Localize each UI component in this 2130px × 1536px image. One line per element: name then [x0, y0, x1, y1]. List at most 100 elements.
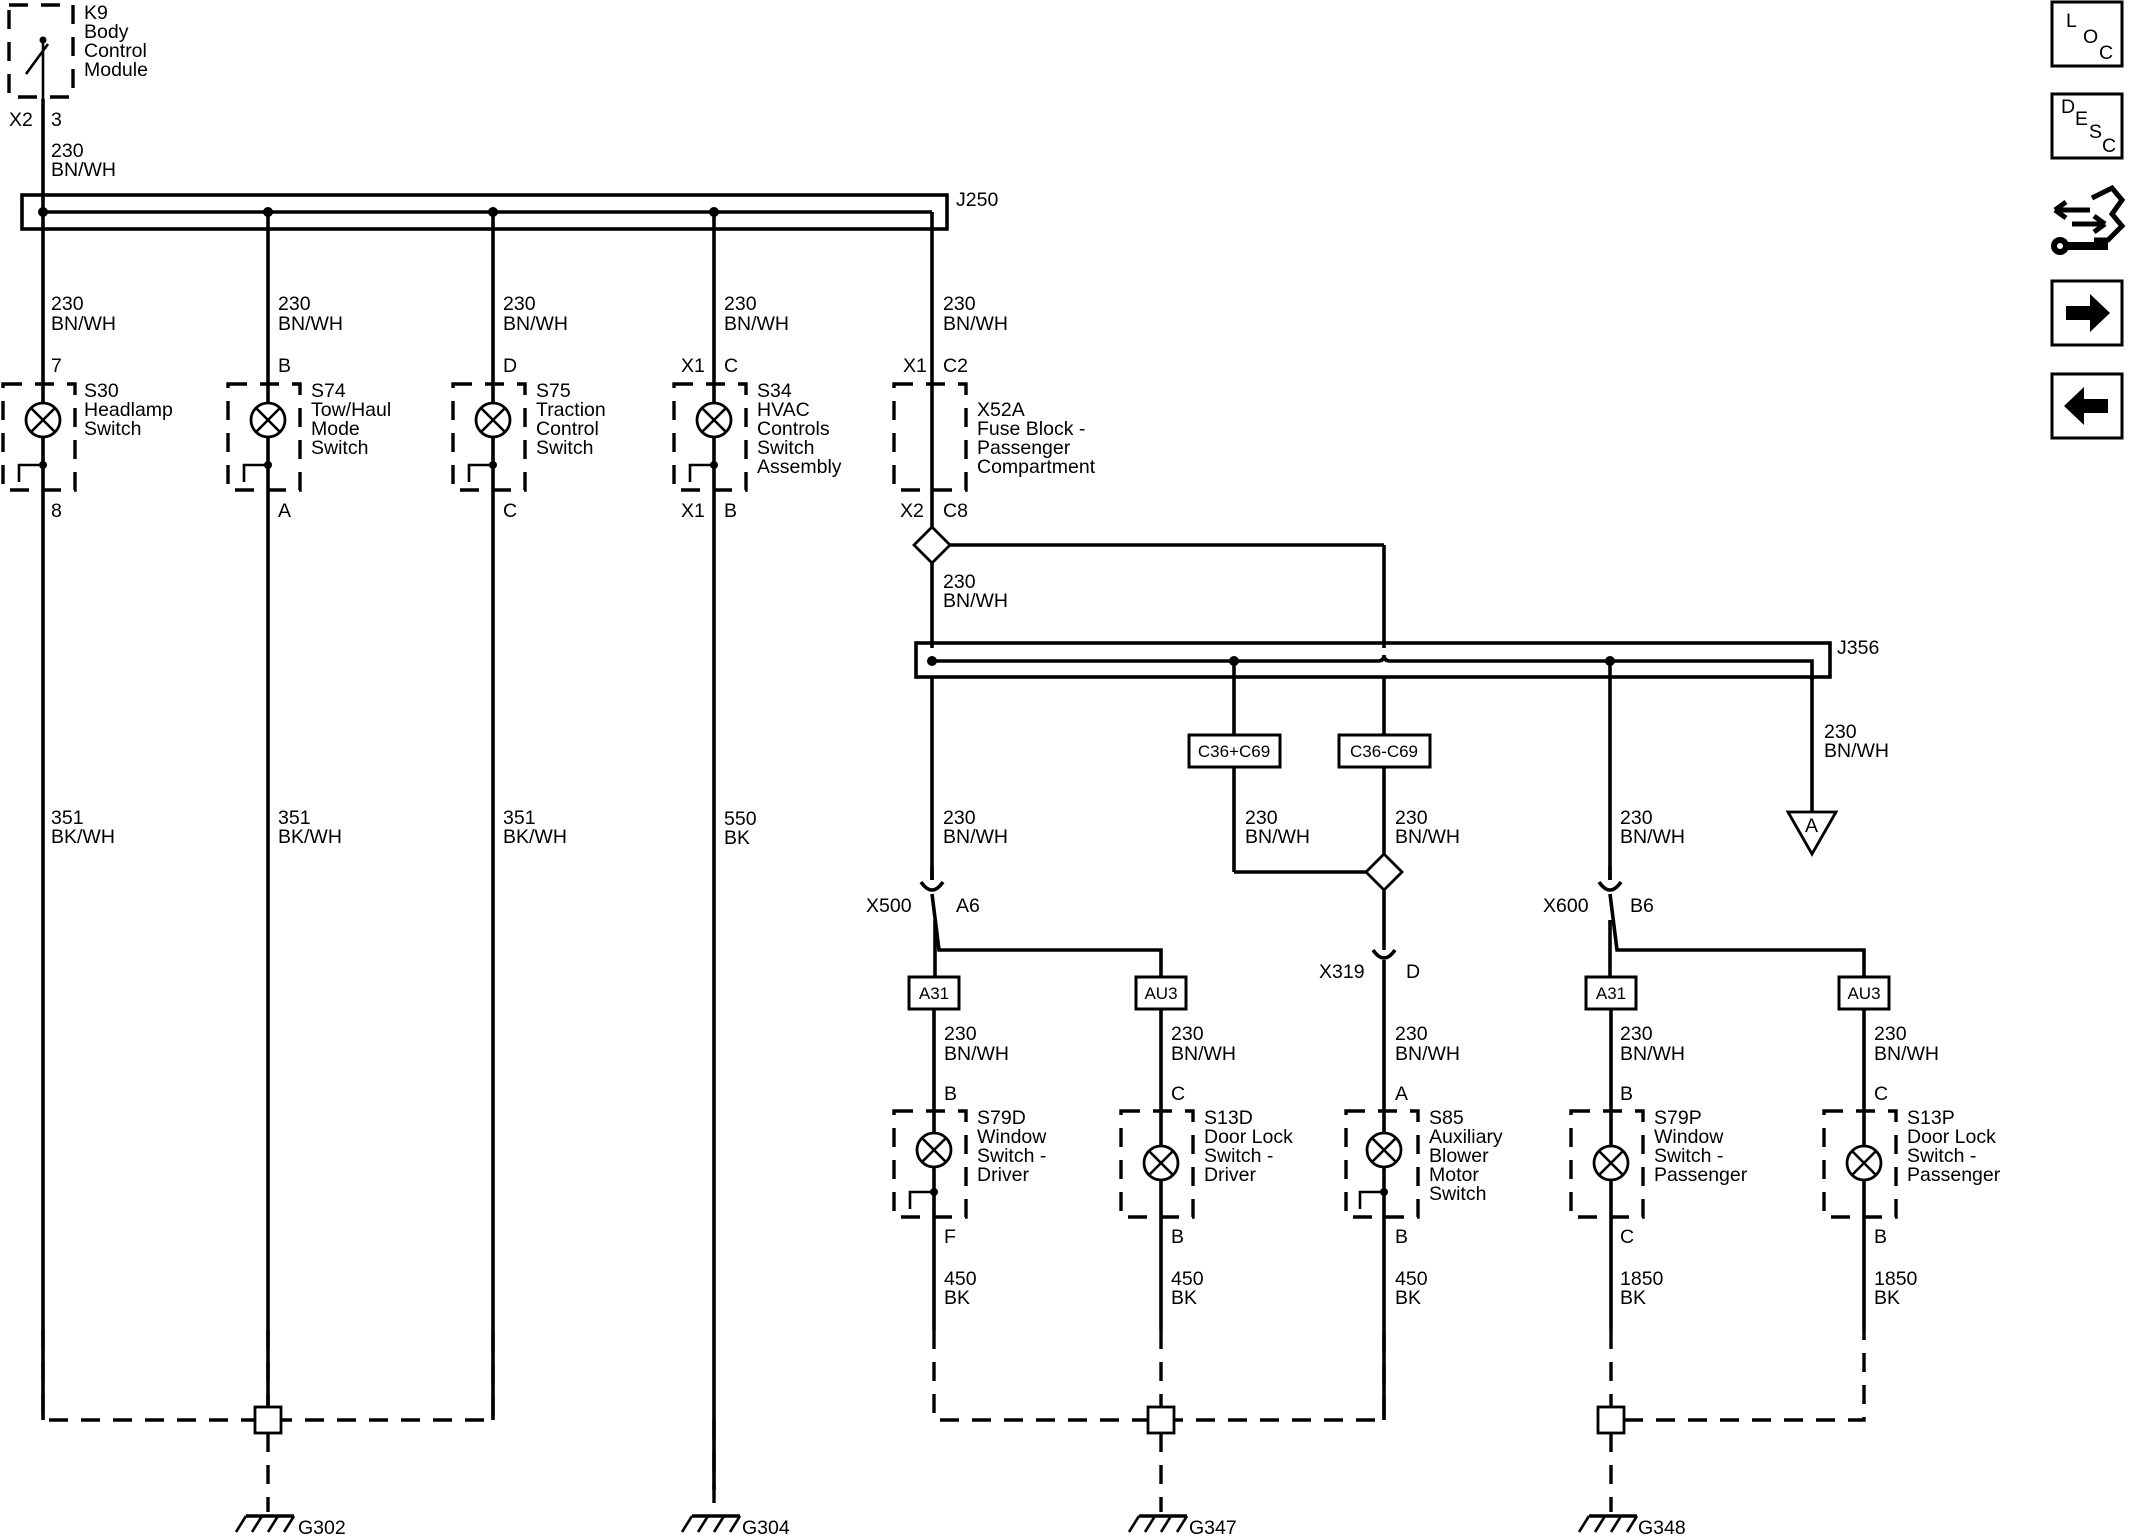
- s74-wire-in-gauge: 230: [278, 293, 311, 315]
- s30-headlamp-switch: 230 BN/WH 7 S30 Headlamp Switch 8 351 BK…: [1, 293, 173, 848]
- s79d-window-switch-driver: 230 BN/WH B S79D Window Switch - Driver …: [892, 1023, 1047, 1309]
- g304-label: G304: [742, 1517, 790, 1536]
- s34-conn-out: X1: [681, 500, 705, 522]
- s75-pin-out: C: [503, 500, 517, 522]
- x52a-pin-out: C8: [943, 500, 968, 522]
- s13p-wire-in-gauge: 230: [1874, 1023, 1907, 1045]
- s79d-name-line2: Switch -: [977, 1145, 1046, 1167]
- x319-pin: D: [1406, 961, 1420, 983]
- loc-letter-l: L: [2066, 10, 2077, 32]
- s75-wire-out-color: BK/WH: [503, 826, 567, 848]
- left-wire-color: BN/WH: [943, 826, 1008, 848]
- desc-letter-e: E: [2075, 108, 2088, 130]
- right-wire-gauge: 230: [1620, 807, 1653, 829]
- s79p-name-line2: Switch -: [1654, 1145, 1723, 1167]
- connector-wrench-icon[interactable]: [2051, 184, 2126, 255]
- x52a-fuse-block: 230 BN/WH X1 C2 X52A Fuse Block - Passen…: [892, 293, 1096, 522]
- s13d-ref: S13D: [1204, 1107, 1253, 1129]
- x52a-name-line3: Compartment: [977, 456, 1096, 478]
- s74-pin-out: A: [278, 500, 291, 522]
- s34-ref: S34: [757, 380, 792, 402]
- s74-wire-in-color: BN/WH: [278, 313, 343, 335]
- ground-g348: G348: [1577, 1330, 1866, 1536]
- j250-splice: J250: [20, 189, 998, 232]
- x52a-wire-in-color: BN/WH: [943, 313, 1008, 335]
- s79d-name-line3: Driver: [977, 1164, 1030, 1186]
- s34-pin-in: C: [724, 355, 738, 377]
- s30-pin-in: 7: [51, 355, 62, 377]
- loc-letter-c: C: [2099, 42, 2113, 64]
- wire-x600-split: [1608, 893, 1866, 977]
- s79p-name-line3: Passenger: [1654, 1164, 1748, 1186]
- s30-ref: S30: [84, 380, 119, 402]
- x52a-wire-out-gauge: 230: [943, 571, 976, 593]
- x52a-name-line1: Fuse Block -: [977, 418, 1085, 440]
- prev-page-button[interactable]: [2050, 372, 2124, 440]
- s85-name-line2: Blower: [1429, 1145, 1489, 1167]
- g302-label: G302: [298, 1517, 346, 1536]
- s79d-name-line1: Window: [977, 1126, 1047, 1148]
- arrow-right-icon: [2066, 294, 2110, 332]
- loc-button[interactable]: L O C: [2050, 0, 2124, 68]
- desc-letter-d: D: [2061, 96, 2075, 118]
- s34-name-line3: Switch: [757, 437, 814, 459]
- s85-pin-out: B: [1395, 1226, 1408, 1248]
- s79d-ref: S79D: [977, 1107, 1026, 1129]
- next-page-button[interactable]: [2050, 279, 2124, 347]
- option-c36-minus-c69-text: C36-C69: [1350, 742, 1418, 761]
- loc-letter-o: O: [2083, 26, 2098, 48]
- s79d-pin-out: F: [944, 1226, 956, 1248]
- s75-name-line3: Switch: [536, 437, 593, 459]
- j356-label: J356: [1837, 637, 1879, 659]
- s79p-window-switch-passenger: 230 BN/WH B S79P Window Switch - Passeng…: [1569, 1023, 1748, 1309]
- x52a-wire-out-color: BN/WH: [943, 590, 1008, 612]
- option-au3-left-text: AU3: [1144, 984, 1177, 1003]
- s79p-pin-out: C: [1620, 1226, 1634, 1248]
- s74-pin-in: B: [278, 355, 291, 377]
- desc-letter-c: C: [2102, 135, 2116, 157]
- s13p-wire-out-color: BK: [1874, 1287, 1900, 1309]
- x319-conn: X319: [1319, 961, 1365, 983]
- s79d-wire-in-color: BN/WH: [944, 1043, 1009, 1065]
- s13p-door-lock-switch-passenger: 230 BN/WH C S13P Door Lock Switch - Pass…: [1822, 1023, 2001, 1309]
- s75-name-line1: Traction: [536, 399, 606, 421]
- s13p-pin-in: C: [1874, 1083, 1888, 1105]
- s34-name-line2: Controls: [757, 418, 830, 440]
- k9-ref: K9: [84, 2, 108, 24]
- g348-label: G348: [1638, 1517, 1686, 1536]
- s34-hvac-controls-switch: 230 BN/WH X1 C S34 HVAC Controls Switch …: [672, 293, 842, 849]
- option-a31-right-text: A31: [1596, 984, 1626, 1003]
- s79p-wire-in-color: BN/WH: [1620, 1043, 1685, 1065]
- offpage-triangle: [1785, 810, 1839, 857]
- s79p-ref: S79P: [1654, 1107, 1702, 1129]
- s79d-wire-out-gauge: 450: [944, 1268, 977, 1290]
- s75-pin-in: D: [503, 355, 517, 377]
- s13d-wire-in-gauge: 230: [1171, 1023, 1204, 1045]
- s75-wire-in-color: BN/WH: [503, 313, 568, 335]
- desc-button[interactable]: D E S C: [2050, 92, 2124, 160]
- s34-wire-out-color: BK: [724, 827, 750, 849]
- k9-name-line1: Body: [84, 21, 129, 43]
- s13p-name-line3: Passenger: [1907, 1164, 2001, 1186]
- s79p-wire-out-gauge: 1850: [1620, 1268, 1664, 1290]
- s79p-pin-in: B: [1620, 1083, 1633, 1105]
- x319-inline-connector: X319 D: [1319, 948, 1420, 983]
- s85-ref: S85: [1429, 1107, 1464, 1129]
- s79p-name-line1: Window: [1654, 1126, 1724, 1148]
- s13d-name-line2: Switch -: [1204, 1145, 1273, 1167]
- k9-wire-gauge: 230: [51, 140, 84, 162]
- s13d-pin-out: B: [1171, 1226, 1184, 1248]
- mid-b-wire-gauge: 230: [1395, 807, 1428, 829]
- x52a-pin-in: C2: [943, 355, 968, 377]
- s75-name-line2: Control: [536, 418, 599, 440]
- arrow-left-icon: [2064, 387, 2108, 425]
- s75-ref: S75: [536, 380, 571, 402]
- s75-wire-out-gauge: 351: [503, 807, 536, 829]
- s13d-name-line1: Door Lock: [1204, 1126, 1293, 1148]
- offpage-wire-color: BN/WH: [1824, 740, 1889, 762]
- s13d-name-line3: Driver: [1204, 1164, 1257, 1186]
- k9-name-line3: Module: [84, 59, 148, 81]
- x500-inline-connector: X500 A6: [866, 866, 980, 917]
- s30-wire-out-gauge: 351: [51, 807, 84, 829]
